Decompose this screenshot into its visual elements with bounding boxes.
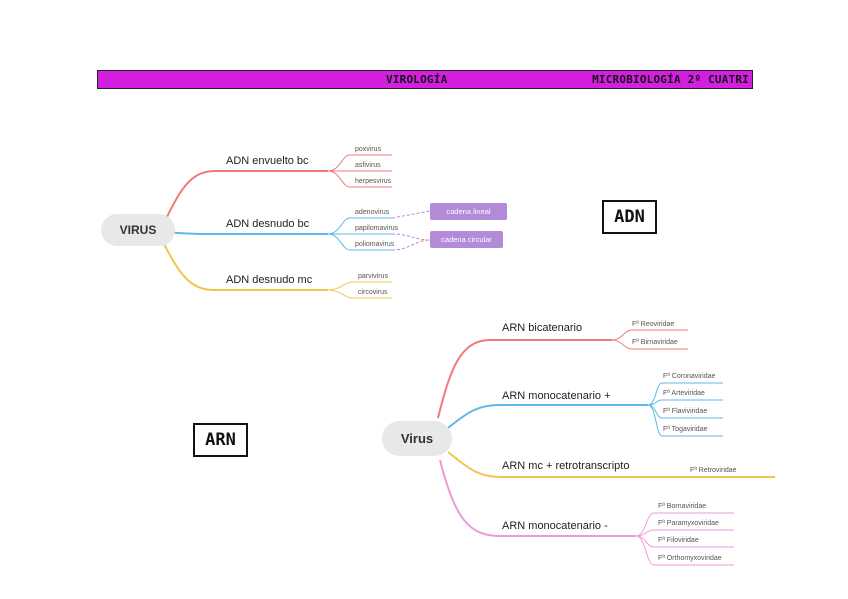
arn-leaf: Fª Arteviridae: [663, 390, 705, 397]
arn-branch-line-3: [447, 451, 775, 478]
adn-leaf: poliomavirus: [355, 241, 395, 248]
adn-leaf: poxvirus: [355, 146, 382, 153]
arn-leaf: Fª Paramyxoviridae: [658, 520, 719, 527]
arn-leaf: Fª Bornaviridae: [658, 503, 707, 510]
header-bar: VIROLOGÍA MICROBIOLOGÍA 2º CUATRI: [97, 70, 753, 89]
arn-leaves-1: [611, 329, 688, 350]
arn-leaf: Fª Filoviridae: [658, 537, 699, 544]
adn-leaf: asfivirus: [355, 162, 381, 169]
adn-branch-desnudo-bc: ADN desnudo bc: [226, 218, 310, 230]
adn-branch-line-2: [162, 231, 328, 235]
arn-leaf: Fª Flaviviridae: [663, 408, 708, 415]
adn-leaves-3: [327, 281, 392, 299]
arn-branch-bicatenario: ARN bicatenario: [502, 322, 583, 334]
adn-leaf: adenovirus: [355, 209, 390, 216]
adn-label-box: ADN: [602, 200, 657, 234]
arn-label-box: ARN: [193, 423, 248, 457]
adn-leaf: herpesvirus: [355, 178, 392, 185]
header-subject: MICROBIOLOGÍA 2º CUATRI: [592, 73, 749, 86]
arn-leaf: Fª Retroviridae: [690, 467, 737, 474]
adn-leaf: circovirus: [358, 289, 388, 296]
arn-branch-retrotranscripto: ARN mc + retrotranscripto: [502, 460, 630, 472]
adn-root-node: VIRUS: [101, 214, 175, 246]
arn-branch-monocatenario-neg: ARN monocatenario -: [502, 520, 608, 532]
adn-branch-line-3: [162, 241, 328, 291]
arn-branch-line-4: [439, 459, 636, 537]
arn-leaf: Fª Togaviridae: [663, 426, 708, 433]
adn-branch-envuelto-bc: ADN envuelto bc: [226, 155, 309, 167]
tag-cadena-circular: cadena circular: [430, 231, 503, 248]
adn-leaf: parvivirus: [358, 273, 388, 280]
arn-leaves-2: [647, 382, 723, 437]
adn-leaves-2: [327, 217, 392, 251]
arn-leaf: Fª Coronaviridae: [663, 373, 716, 380]
arn-leaves-4: [635, 512, 734, 566]
arn-branch-line-2: [447, 404, 648, 429]
arn-leaf: Fª Orthomyxoviridae: [658, 555, 722, 562]
arn-root-node: Virus: [382, 421, 452, 456]
adn-branch-desnudo-mc: ADN desnudo mc: [226, 274, 313, 286]
adn-leaf: papilomavirus: [355, 225, 399, 232]
tag-connector-circular: [391, 233, 431, 251]
arn-branch-monocatenario-pos: ARN monocatenario +: [502, 390, 611, 402]
tag-connector-lineal: [391, 210, 431, 219]
arn-leaf: Fª Birnaviridae: [632, 339, 678, 346]
header-title: VIROLOGÍA: [386, 73, 448, 86]
tag-cadena-lineal: cadena lineal: [430, 203, 507, 220]
adn-leaves-1: [327, 154, 392, 188]
arn-leaf: Fª Reoviridae: [632, 321, 675, 328]
arn-branch-line-1: [437, 339, 612, 419]
adn-branch-line-1: [162, 170, 328, 226]
